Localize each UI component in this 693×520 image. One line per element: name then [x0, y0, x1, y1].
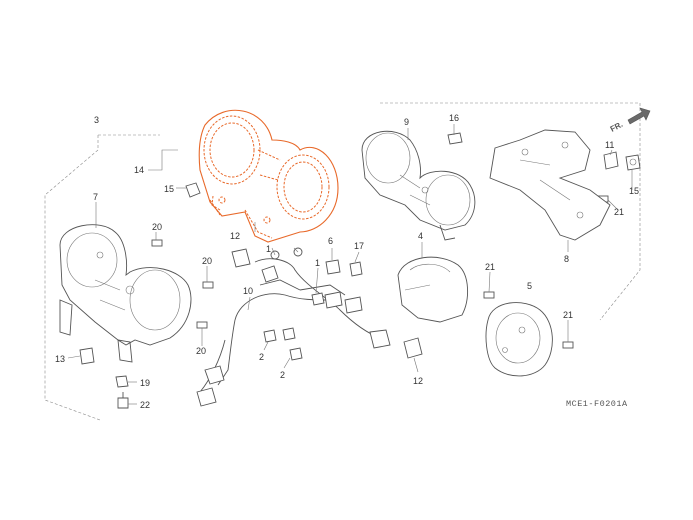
callout-labels: 3 14 15 7 20 20 20 13 19 22 12 1 10 2 2 … — [55, 113, 639, 410]
callout-2-a: 2 — [259, 352, 264, 362]
part-8-meter-stay[interactable] — [489, 129, 611, 241]
callout-15-left: 15 — [164, 184, 174, 194]
part-13-grommet[interactable] — [79, 347, 95, 365]
part-17-bulb[interactable] — [349, 261, 363, 277]
callout-20-b: 20 — [202, 256, 212, 266]
part-20-screw-b[interactable] — [202, 281, 214, 289]
callout-12-left: 12 — [230, 231, 240, 241]
part-15-grommet-b[interactable] — [625, 154, 641, 171]
part-22-screw[interactable] — [117, 392, 129, 409]
callout-21-a: 21 — [485, 262, 495, 272]
part-2-bulb-a[interactable] — [263, 329, 277, 343]
callout-13: 13 — [55, 354, 65, 364]
callout-8: 8 — [564, 254, 569, 264]
callout-20-a: 20 — [152, 222, 162, 232]
front-arrow-icon — [627, 107, 651, 125]
callout-2-b: 2 — [280, 370, 285, 380]
callout-4: 4 — [418, 231, 423, 241]
callout-21-c: 21 — [614, 207, 624, 217]
callout-22: 22 — [140, 400, 150, 410]
callout-1-top: 1 — [266, 244, 271, 254]
part-20-screw-c[interactable] — [196, 321, 208, 329]
part-6-socket[interactable] — [325, 259, 341, 275]
diagram-frame — [44, 102, 641, 421]
part-20-screw-a[interactable] — [151, 239, 163, 247]
callout-6: 6 — [328, 236, 333, 246]
part-15-clip[interactable] — [185, 182, 201, 198]
part-21-screw-b[interactable] — [562, 341, 574, 349]
callout-7: 7 — [93, 192, 98, 202]
callout-15-right: 15 — [629, 186, 639, 196]
callout-12-right: 12 — [413, 376, 423, 386]
meter-assembly-highlighted[interactable] — [198, 109, 339, 243]
callout-3-left: 3 — [94, 115, 99, 125]
part-16-screw[interactable] — [447, 132, 463, 145]
callout-20-c: 20 — [196, 346, 206, 356]
part-19-nut[interactable] — [115, 375, 129, 388]
part-1-bulb[interactable] — [311, 292, 325, 306]
part-2-bulb-b[interactable] — [282, 327, 303, 361]
callout-21-b: 21 — [563, 310, 573, 320]
callout-19: 19 — [140, 378, 150, 388]
part-4-meter-cover[interactable] — [397, 256, 468, 323]
part-21-screw-a[interactable] — [483, 291, 495, 299]
front-label: FR. — [609, 120, 625, 134]
part-12-socket-a[interactable] — [231, 248, 251, 268]
callout-10: 10 — [243, 286, 253, 296]
leader-lines — [67, 124, 633, 405]
front-direction-indicator: FR. — [609, 107, 651, 134]
part-11-collar[interactable] — [603, 151, 619, 170]
catalog-code: MCE1-F0201A — [566, 399, 628, 409]
part-7-speedometer-case[interactable] — [59, 224, 192, 363]
part-9-meter-case[interactable] — [361, 130, 476, 241]
part-12-socket-b[interactable] — [403, 337, 423, 359]
callout-17: 17 — [354, 241, 364, 251]
callout-11: 11 — [605, 140, 614, 150]
callout-1-mid: 1 — [315, 258, 320, 268]
part-3-meter-housing[interactable] — [485, 302, 553, 377]
callout-9: 9 — [404, 117, 409, 127]
part-10-wire-harness[interactable] — [196, 247, 391, 407]
callout-5: 5 — [527, 281, 532, 291]
callout-16: 16 — [449, 113, 459, 123]
callout-14: 14 — [134, 165, 144, 175]
